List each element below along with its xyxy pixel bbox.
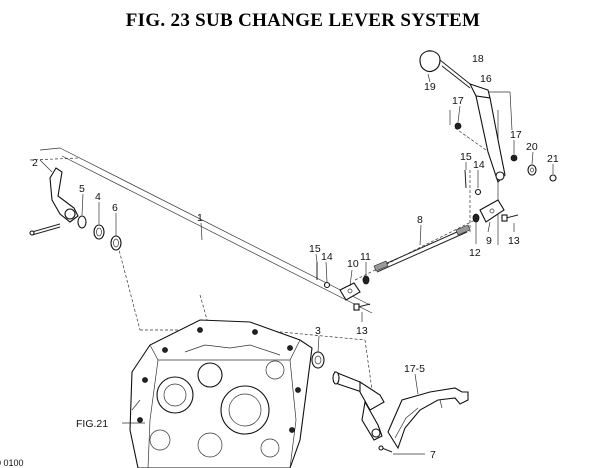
callout-14-upper: 14 <box>473 159 485 171</box>
lever-part-16 <box>468 83 506 184</box>
callout-11: 11 <box>360 251 371 263</box>
callout-leaders <box>39 73 554 455</box>
transmission-housing <box>122 319 313 468</box>
callout-13-lower: 13 <box>356 325 368 337</box>
callout-15-lower: 15 <box>309 243 321 255</box>
knob-part-19 <box>419 50 441 73</box>
clevis-part-10 <box>339 282 361 301</box>
callout-5: 5 <box>79 183 85 195</box>
o-ring-part-4 <box>93 224 105 240</box>
ring-part-21 <box>549 174 557 182</box>
callout-3: 3 <box>315 325 321 337</box>
callout-16: 16 <box>480 73 492 85</box>
callout-fig-21: FIG.21 <box>76 418 108 430</box>
lever-rod-part-18 <box>439 59 471 89</box>
bushing-part-17-lower <box>510 154 518 162</box>
pin-part-7 <box>378 445 393 453</box>
shift-shaft-part-1 <box>332 371 385 441</box>
lever-plate-part-17-5 <box>387 387 469 450</box>
seal-part-3 <box>311 351 325 369</box>
figure-title: FIG. 23 SUB CHANGE LEVER SYSTEM <box>125 10 481 31</box>
lever-arm-part-2 <box>29 167 79 236</box>
callout-4: 4 <box>95 191 101 203</box>
washer-part-20 <box>527 164 537 176</box>
callout-14-lower: 14 <box>321 251 333 263</box>
bolt-part-13-lower <box>353 303 371 311</box>
callout-17-5: 17-5 <box>404 363 425 375</box>
cotter-pin-part-15-upper <box>464 169 467 189</box>
assembly-guide-lines <box>29 91 513 391</box>
callout-13-upper: 13 <box>508 235 520 247</box>
callout-2: 2 <box>32 157 38 169</box>
partial-drawing-code: 0 0100 <box>0 458 24 468</box>
callout-labels: 1 2 3 4 5 6 7 8 9 10 11 12 13 13 14 14 1… <box>0 53 559 468</box>
callout-10: 10 <box>347 258 359 270</box>
callout-8: 8 <box>417 214 423 226</box>
bolt-part-13-upper <box>501 214 519 222</box>
ring-part-6 <box>110 235 122 251</box>
callout-7: 7 <box>430 449 436 461</box>
callout-15-upper: 15 <box>460 151 472 163</box>
callout-21: 21 <box>547 153 559 165</box>
bushing-part-17-upper <box>454 122 462 130</box>
rod-part-8 <box>373 224 471 273</box>
pin-part-14-upper <box>474 188 482 196</box>
nut-part-11 <box>362 275 370 285</box>
callout-6: 6 <box>112 202 118 214</box>
callout-9: 9 <box>486 235 492 247</box>
callout-12: 12 <box>469 247 481 259</box>
callout-17-lower: 17 <box>510 129 522 141</box>
clevis-part-9 <box>479 199 505 223</box>
washer-part-5 <box>77 215 87 229</box>
callout-20: 20 <box>526 141 538 153</box>
callout-1: 1 <box>197 212 203 224</box>
callout-18: 18 <box>472 53 484 65</box>
callout-17-upper: 17 <box>452 95 464 107</box>
pin-part-14-lower <box>323 281 331 289</box>
nut-part-12 <box>472 213 480 223</box>
callout-19: 19 <box>424 81 436 93</box>
